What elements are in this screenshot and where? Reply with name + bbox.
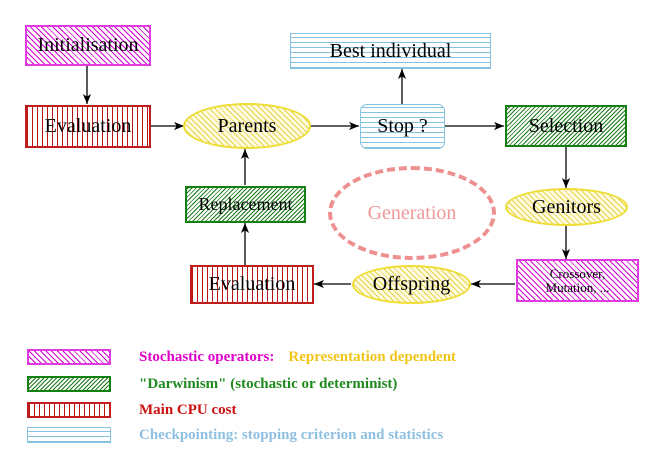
legend-label-darwinism: "Darwinism" (stochastic or determinist) [139,375,398,392]
legend-swatch-red-vertical-hatch-icon [27,402,111,418]
legend-swatch-magenta-diagonal-hatch-icon [27,349,111,365]
node-best-individual-label: Best individual [329,39,452,62]
node-parents[interactable]: Parents [183,103,311,149]
legend-swatch-blue-horizontal-hatch-icon [27,427,111,443]
node-best-individual[interactable]: Best individual [290,33,491,69]
node-replacement[interactable]: Replacement [185,186,306,223]
node-evaluation-top[interactable]: Evaluation [25,105,151,148]
node-offspring-label: Offspring [372,273,451,296]
legend-label-representation-dependent: Representation dependent [288,348,457,365]
legend-label-main-cpu-cost: Main CPU cost [139,401,237,418]
legend: Stochastic operators: Representation depe… [0,338,662,456]
node-stop-label: Stop ? [377,115,428,138]
legend-row-checkpointing: Checkpointing: stopping criterion and st… [27,423,443,447]
legend-row-darwinism: "Darwinism" (stochastic or determinist) [27,372,397,396]
node-selection-label: Selection [528,114,604,137]
legend-label-stochastic-operators-primary: Stochastic operators: [139,348,275,365]
legend-label-stochastic-operators: Stochastic operators: Representation depe… [139,349,456,366]
node-initialisation[interactable]: Initialisation [25,25,151,66]
node-evaluation-bottom[interactable]: Evaluation [190,265,314,304]
legend-swatch-green-diagonal-hatch-icon [27,376,111,392]
node-genitors[interactable]: Genitors [505,188,628,226]
node-crossover-mutation-label-line1: Crossover, [549,266,606,282]
node-replacement-label: Replacement [198,194,293,215]
node-genitors-label: Genitors [532,195,601,218]
node-parents-label: Parents [217,114,277,137]
node-crossover-mutation[interactable]: Crossover, Mutation, ... [516,259,639,302]
legend-row-main-cpu-cost: Main CPU cost [27,398,237,422]
legend-row-stochastic-operators: Stochastic operators: Representation depe… [27,345,456,369]
node-evaluation-top-label: Evaluation [44,115,132,138]
node-evaluation-bottom-label: Evaluation [208,273,296,296]
node-offspring[interactable]: Offspring [352,265,471,304]
node-generation-label: Generation [367,201,457,224]
node-initialisation-label: Initialisation [37,34,139,57]
legend-label-checkpointing: Checkpointing: stopping criterion and st… [139,426,444,443]
node-selection[interactable]: Selection [505,105,627,147]
node-crossover-mutation-label-line2: Mutation, ... [545,279,610,295]
node-stop[interactable]: Stop ? [360,104,445,149]
node-generation: Generation [328,166,496,260]
